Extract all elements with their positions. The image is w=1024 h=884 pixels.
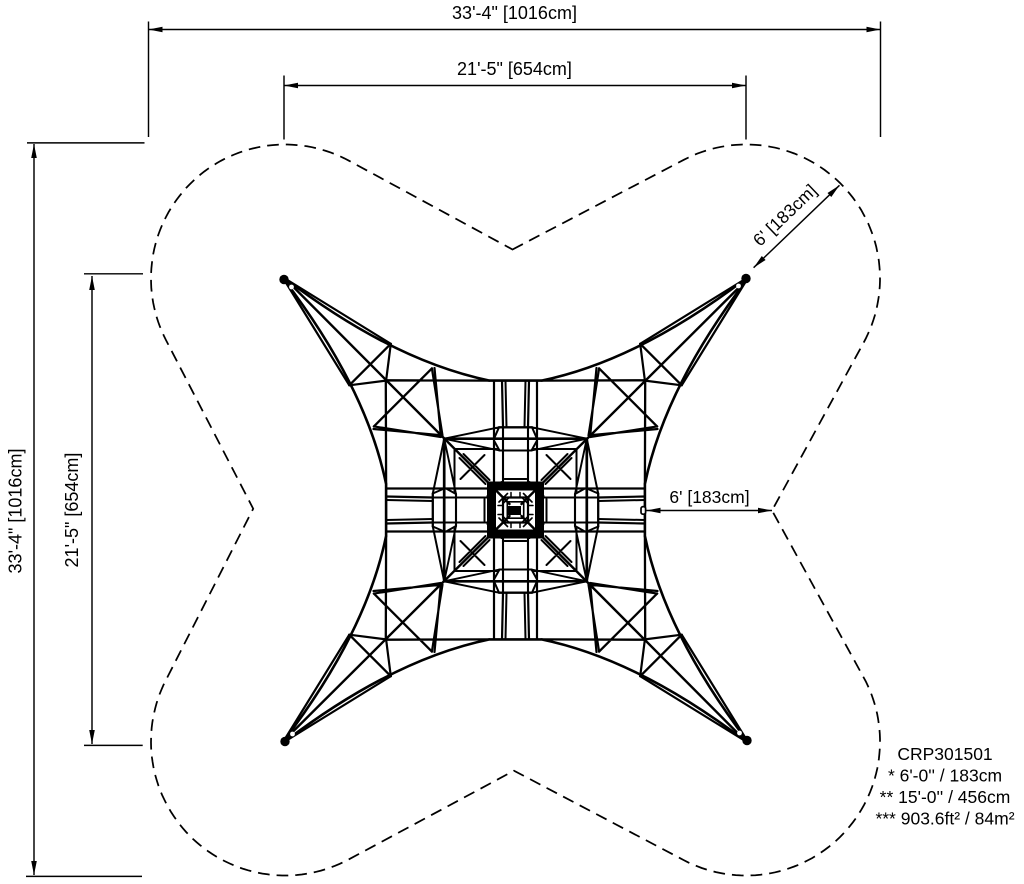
svg-text:21'-5" [654cm]: 21'-5" [654cm]	[457, 59, 572, 79]
svg-text:CRP301501: CRP301501	[897, 744, 992, 764]
svg-text:33'-4" [1016cm]: 33'-4" [1016cm]	[6, 449, 26, 574]
svg-text:6' [183cm]: 6' [183cm]	[669, 487, 749, 507]
svg-text:*** 903.6ft² / 84m²: *** 903.6ft² / 84m²	[875, 809, 1014, 829]
svg-text:* 6'-0'' / 183cm: * 6'-0'' / 183cm	[888, 766, 1002, 786]
svg-text:33'-4" [1016cm]: 33'-4" [1016cm]	[452, 3, 577, 23]
svg-text:21'-5" [654cm]: 21'-5" [654cm]	[62, 453, 82, 568]
svg-text:** 15'-0'' / 456cm: ** 15'-0'' / 456cm	[880, 787, 1011, 807]
